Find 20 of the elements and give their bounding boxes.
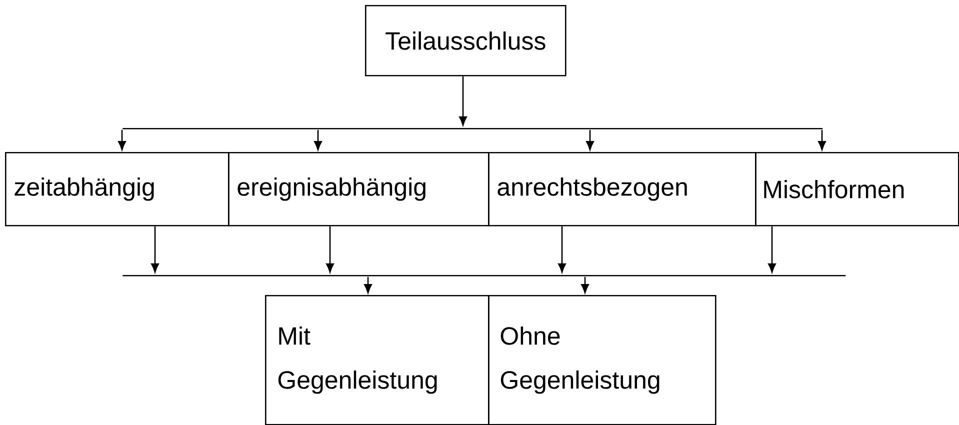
title-box: Teilausschluss [365,5,566,76]
category-box: anrechtsbezogen [488,152,756,226]
result-box: Mit Gegenleistung [265,295,490,425]
arrow [818,130,826,150]
arrow [581,276,589,294]
bus-line [122,275,846,276]
category-box: ereignisabhängig [228,152,490,226]
arrow [558,226,566,273]
arrow [586,130,594,150]
arrow [459,76,467,126]
category-box: zeitabhängig [5,152,230,226]
arrow [314,130,322,150]
arrow [118,130,126,150]
category-box: Mischformen [755,152,959,226]
arrow [364,276,372,294]
arrow [326,226,334,273]
result-box: Ohne Gegenleistung [488,295,716,425]
arrow [151,226,159,273]
bus-line [122,128,823,130]
arrow [768,226,776,273]
